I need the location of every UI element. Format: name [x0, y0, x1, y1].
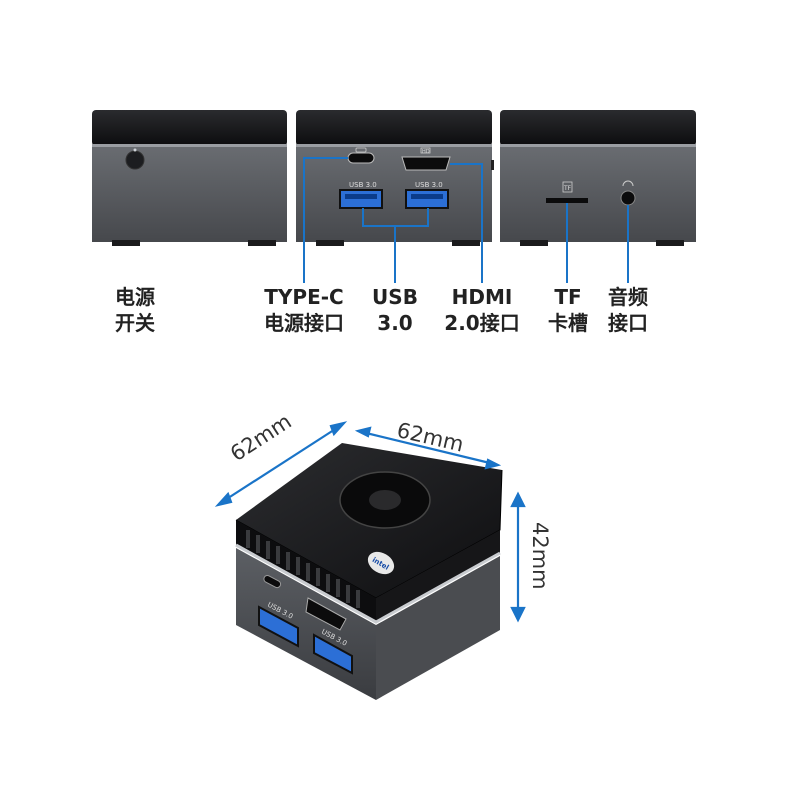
device-view-port-side [296, 110, 494, 283]
label-line: 卡槽 [548, 311, 588, 335]
cube-usb-bottom-icon [313, 633, 353, 675]
label-line: USB [372, 285, 418, 309]
label-usb: USB 3.0 [364, 284, 426, 336]
right-face [376, 556, 500, 700]
pointer-lines [303, 157, 483, 283]
label-line: TYPE-C [264, 285, 344, 309]
label-line: 2.0接口 [444, 311, 520, 335]
device-view-power-side [92, 110, 287, 246]
svg-text:TF: TF [563, 185, 572, 192]
body [92, 144, 287, 242]
tf-slot-icon [546, 198, 588, 203]
audio-jack-icon [620, 190, 636, 206]
intel-logo-icon [367, 551, 395, 575]
svg-text:USB 3.0: USB 3.0 [349, 181, 377, 189]
foot [112, 240, 140, 246]
foot [248, 240, 276, 246]
label-line: 音频 [608, 285, 648, 309]
cube-usb-top-icon [258, 605, 299, 648]
label-line: 开关 [115, 311, 155, 335]
device-view-tf-audio-side [500, 110, 696, 283]
label-audio: 音频 接口 [598, 284, 658, 336]
dimension-height: 42mm [528, 522, 552, 590]
dimension-arrows [214, 421, 526, 623]
svg-text:HD: HD [422, 149, 430, 155]
label-power-switch: 电源 开关 [100, 284, 170, 336]
device-3d-view: intel USB 3.0 USB 3.0 [235, 443, 503, 700]
cube-hdmi-icon [305, 597, 347, 631]
cube-typec-icon [263, 574, 282, 589]
label-typec: TYPE-C 电源接口 [252, 284, 356, 336]
label-line: 电源接口 [264, 311, 344, 335]
label-line: TF [554, 285, 582, 309]
label-line: HDMI [451, 285, 513, 309]
typec-port-icon [347, 152, 375, 164]
label-hdmi: HDMI 2.0接口 [436, 284, 528, 336]
hdmi-port-icon [401, 156, 451, 171]
fan-vent-icon [339, 471, 431, 529]
svg-text:USB 3.0: USB 3.0 [415, 181, 443, 189]
power-button-icon [125, 150, 145, 170]
label-line: 电源 [115, 285, 155, 309]
label-line: 接口 [608, 311, 648, 335]
label-tf: TF 卡槽 [538, 284, 598, 336]
label-line: 3.0 [377, 311, 413, 335]
top-cap [92, 110, 287, 146]
vent-slots [246, 530, 360, 608]
